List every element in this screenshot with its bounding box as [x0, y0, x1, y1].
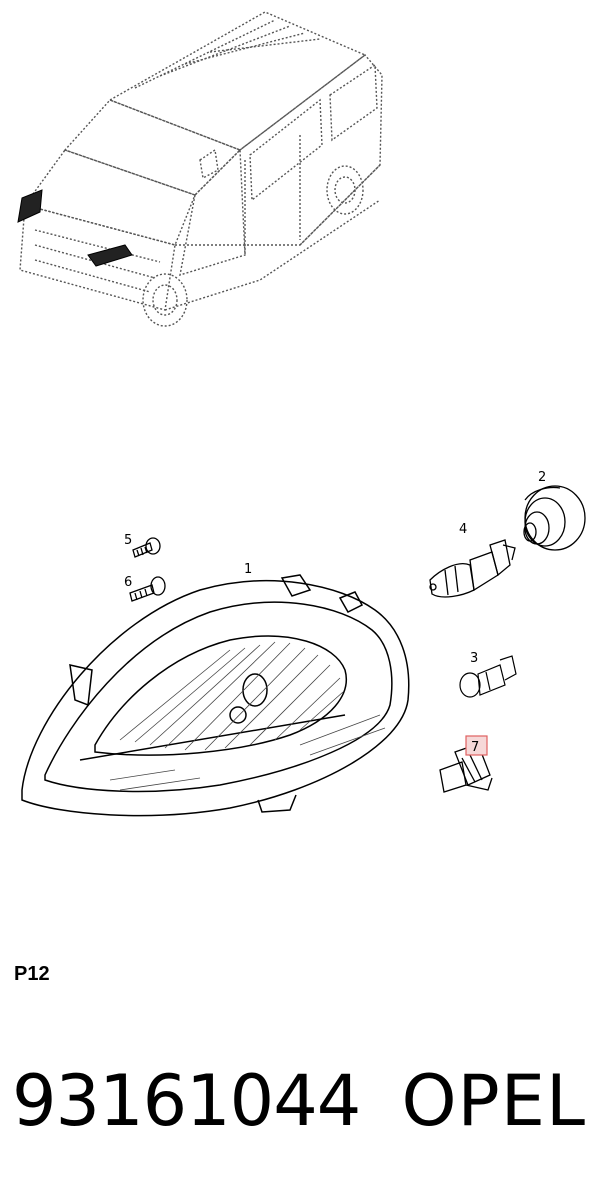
callout-2: 2	[538, 470, 546, 485]
callout-4: 4	[459, 522, 467, 537]
part-info-bar: 93161044 OPEL	[0, 1056, 600, 1146]
callout-5: 5	[124, 533, 132, 548]
diagram-code: P12	[14, 963, 50, 985]
van-headlamp-highlight	[17, 189, 133, 267]
van-overview	[19, 11, 383, 327]
reflector-hatching	[109, 641, 386, 791]
screw-lower	[129, 576, 166, 602]
callout-3: 3	[470, 651, 478, 666]
side-bulb	[459, 655, 517, 698]
bulb-cap	[523, 485, 586, 551]
callout-1: 1	[244, 562, 252, 577]
callout-7[interactable]: 7	[471, 740, 479, 755]
headlamp-assembly	[21, 574, 410, 817]
brand-name: OPEL	[401, 1060, 586, 1142]
callout-7-highlight[interactable]: 7	[465, 735, 488, 756]
screw-upper	[132, 537, 161, 558]
part-number: 93161044	[12, 1060, 361, 1142]
callout-6: 6	[124, 575, 132, 590]
main-bulb	[429, 539, 516, 598]
